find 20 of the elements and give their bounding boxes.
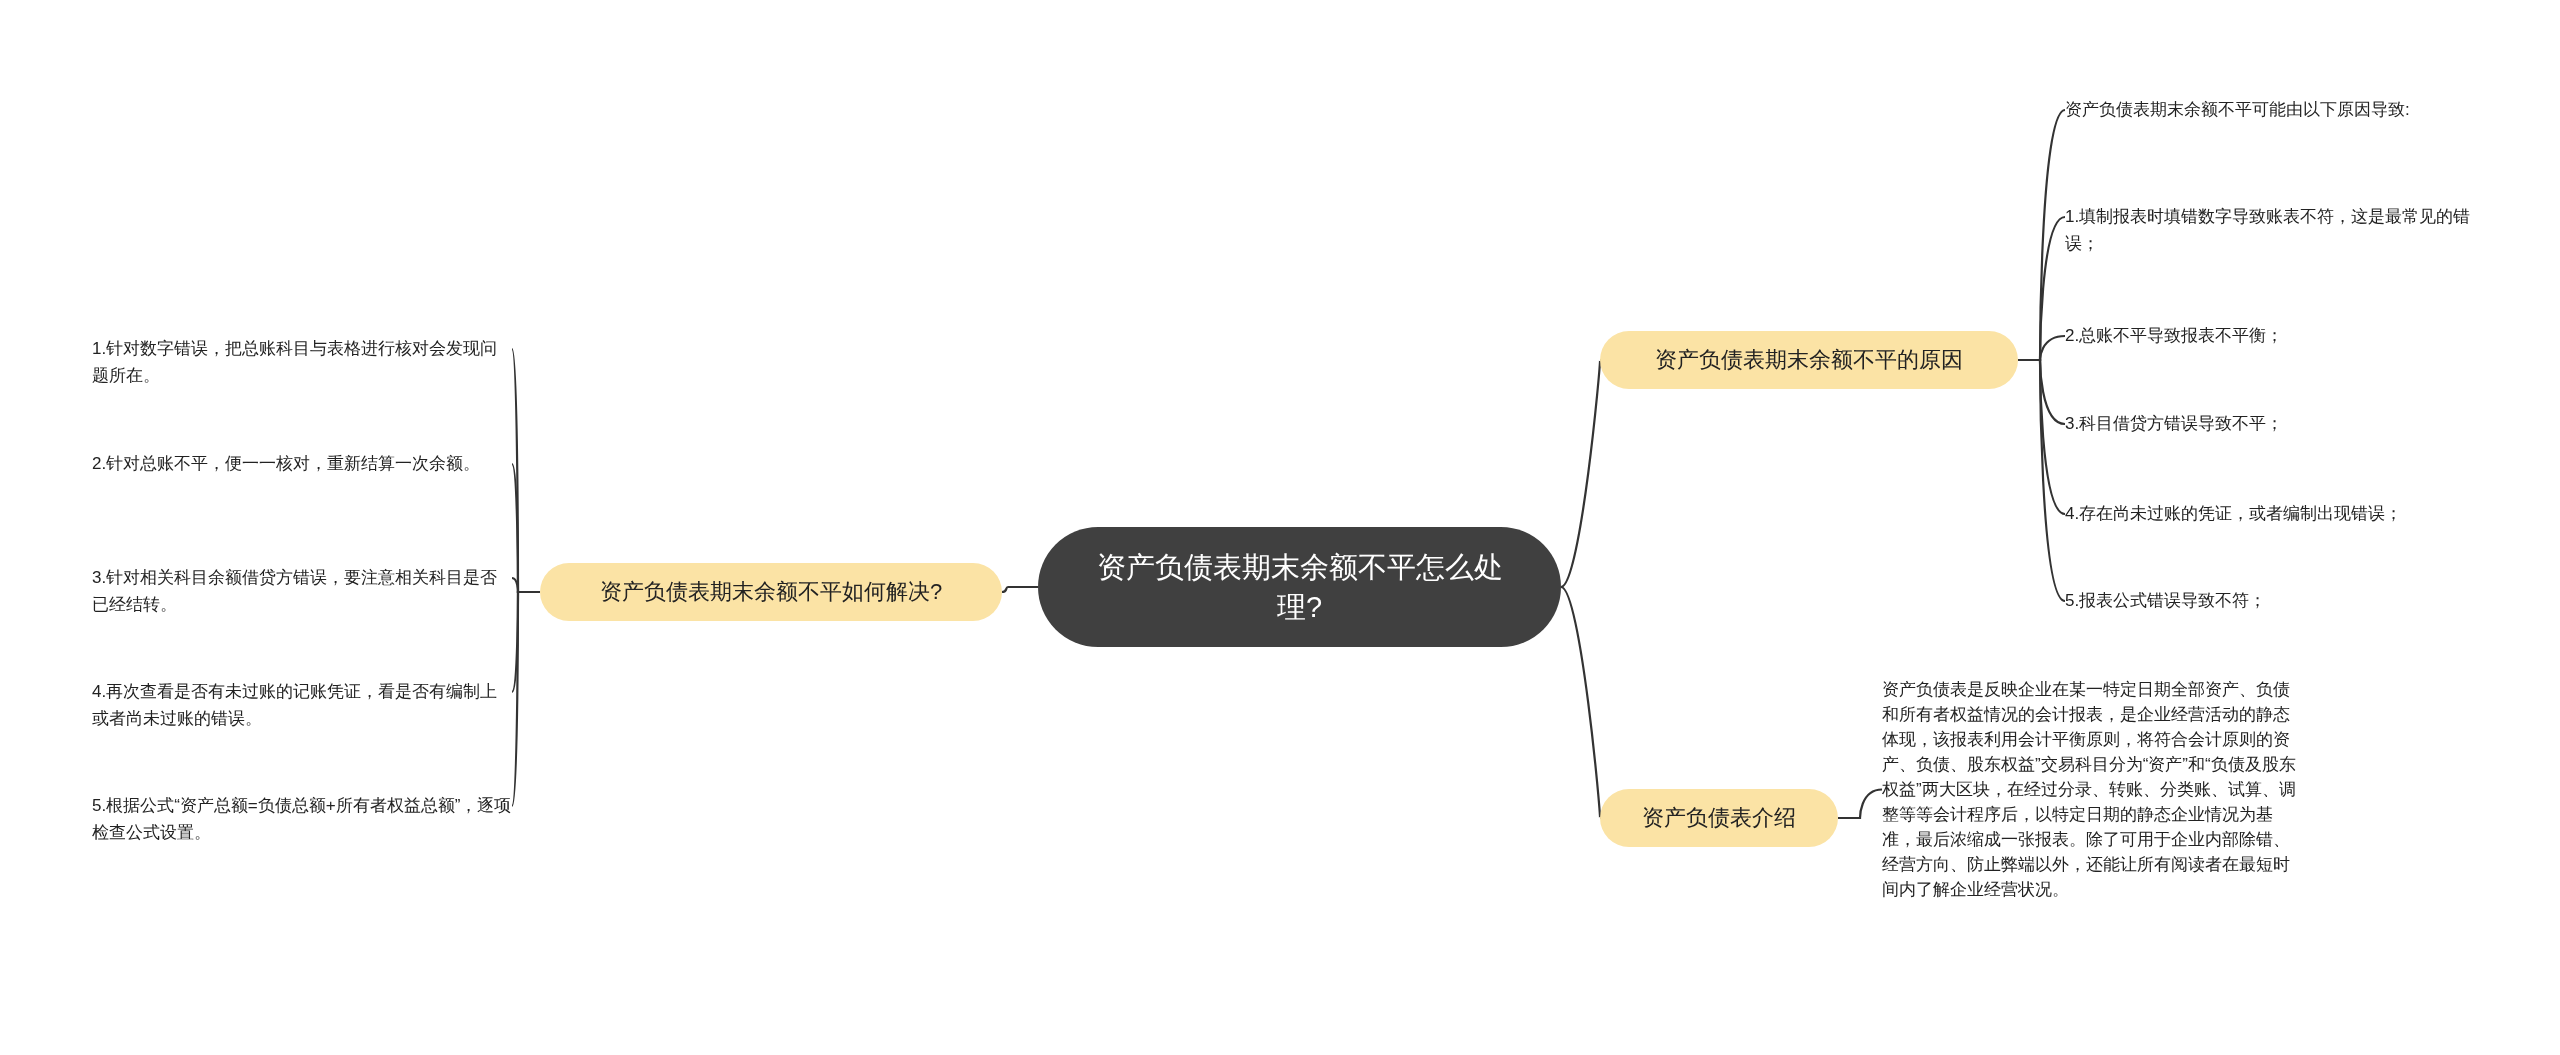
topic-box: 资产负债表期末余额不平的原因: [1600, 331, 2018, 389]
leaf-text: 2.总账不平导致报表不平衡；: [2065, 322, 2485, 349]
topic-box: 资产负债表期末余额不平如何解决?: [540, 563, 1002, 621]
central-topic-box: 资产负债表期末余额不平怎么处理?: [1038, 527, 1561, 647]
leaf-text: 1.针对数字错误，把总账科目与表格进行核对会发现问题所在。: [92, 335, 512, 389]
leaf-text: 2.针对总账不平，便一一核对，重新结算一次余额。: [92, 450, 512, 477]
leaf-text: 3.针对相关科目余额借贷方错误，要注意相关科目是否已经结转。: [92, 564, 512, 618]
leaf-text: 5.根据公式“资产总额=负债总额+所有者权益总额”，逐项检查公式设置。: [92, 792, 512, 846]
connector-line: [510, 590, 540, 807]
description-text: 资产负债表是反映企业在某一特定日期全部资产、负债和所有者权益情况的会计报表，是企业经营活动的静态体现，该报表利用会计平衡原则，将符合会计原则的资产、负债、股东权益”交易科目分为“资产”和“负债及股东权益”两大区块，在经过分录、转账、分类账、试算、调整等等会计程序后，以特定日期的静态企业情况为基准，最后浓缩成一张报表。除了可用于企业内部除错、经营方向、防止弊端以外，还能让所有阅读者在最短时间内了解企业经营状况。: [1882, 677, 2306, 902]
leaf-text: 3.科目借贷方错误导致不平；: [2065, 410, 2485, 437]
leaf-text: 4.再次查看是否有未过账的记账凭证，看是否有编制上或者尚未过账的错误。: [92, 678, 512, 732]
connector-line: [1001, 585, 1038, 594]
leaf-text: 4.存在尚未过账的凭证，或者编制出现错误；: [2065, 500, 2485, 527]
connector-line: [2018, 358, 2066, 602]
leaf-text: 资产负债表期末余额不平可能由以下原因导致:: [2065, 96, 2485, 123]
leaf-text: 1.填制报表时填错数字导致账表不符，这是最常见的错误；: [2065, 203, 2485, 257]
topic-box: 资产负债表介绍: [1600, 789, 1838, 847]
connector-line: [1838, 788, 1883, 820]
leaf-text: 5.报表公式错误导致不符；: [2065, 587, 2485, 614]
